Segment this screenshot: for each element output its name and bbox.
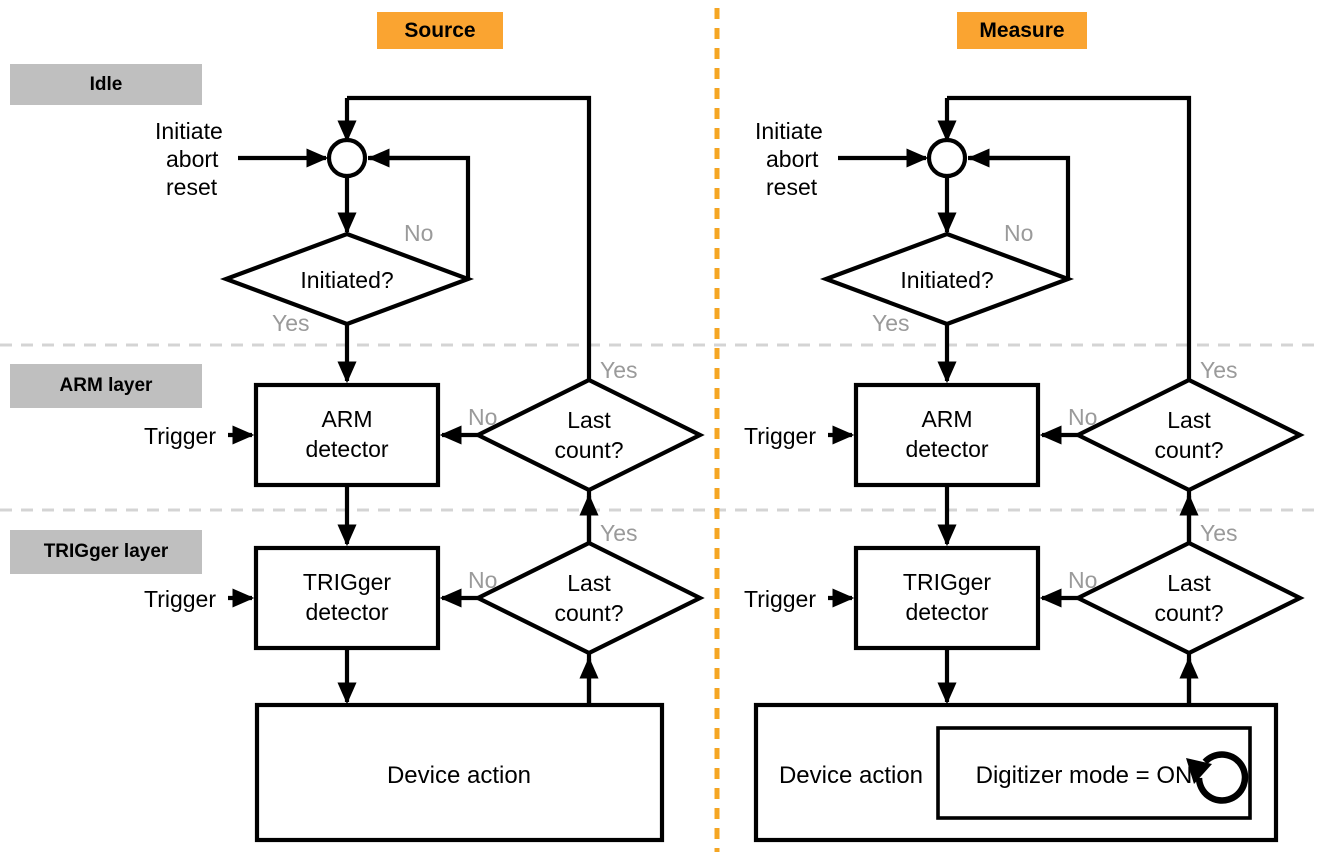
layer-tag-idle: Idle (10, 64, 202, 105)
measure-trig-trigger-label: Trigger (744, 586, 816, 612)
measure-trig-detector-line2: detector (905, 599, 988, 625)
source-merge-junction (326, 137, 368, 179)
source-arm-last-count-line2: count? (554, 437, 623, 463)
panel-header-measure: Measure (957, 12, 1087, 49)
source-trig-last-count-line2: count? (554, 600, 623, 626)
layer-tag-trigger: TRIGger layer (10, 530, 202, 574)
source-decision-initiated-label: Initiated? (300, 267, 393, 293)
layer-tag-arm-label: ARM layer (59, 375, 153, 396)
measure-trig-last-count-yes-label: Yes (1200, 520, 1238, 546)
source-arm-last-count-line1: Last (567, 407, 611, 433)
measure-trig-last-count-line2: count? (1154, 600, 1223, 626)
panel-header-source-label: Source (404, 18, 476, 42)
measure-decision-initiated-label: Initiated? (900, 267, 993, 293)
measure-arm-last-count-yes-label: Yes (1200, 357, 1238, 383)
measure-entry-label-line1: Initiate (755, 118, 823, 144)
measure-device-action-label: Device action (779, 762, 923, 789)
measure-trig-last-count-line1: Last (1167, 570, 1211, 596)
source-entry-label-line3: reset (166, 174, 218, 200)
source-trig-trigger-label: Trigger (144, 586, 216, 612)
source-trig-last-count-line1: Last (567, 570, 611, 596)
layer-tag-idle-label: Idle (89, 73, 123, 95)
panel-measure: Initiate abort reset No Initiated? Yes A… (744, 95, 1305, 843)
source-arm-trigger-label: Trigger (144, 423, 216, 449)
panel-header-measure-label: Measure (979, 18, 1065, 42)
source-arm-last-count-diamond (473, 377, 705, 493)
source-trig-detector-box (253, 545, 441, 651)
source-initiated-no-label: No (404, 220, 433, 246)
measure-trig-detector-line1: TRIGger (903, 569, 992, 595)
measure-trig-detector-box (853, 545, 1041, 651)
source-arm-detector-box (253, 382, 441, 488)
source-device-action-box (254, 702, 665, 843)
source-entry-label-line1: Initiate (155, 118, 223, 144)
measure-initiated-yes-label: Yes (872, 310, 910, 336)
source-trig-last-count-yes-label: Yes (600, 520, 638, 546)
measure-arm-last-count-line1: Last (1167, 407, 1211, 433)
source-trig-last-count-diamond (473, 540, 705, 656)
source-arm-last-count-no-label: No (468, 404, 497, 430)
source-arm-detector-line1: ARM (321, 406, 372, 432)
measure-arm-detector-line2: detector (905, 436, 988, 462)
measure-arm-detector-line1: ARM (921, 406, 972, 432)
source-arm-last-count-yes-label: Yes (600, 357, 638, 383)
source-entry-label-line2: abort (166, 146, 219, 172)
measure-arm-last-count-diamond (1073, 377, 1305, 493)
measure-arm-detector-box (853, 382, 1041, 488)
measure-arm-trigger-label: Trigger (744, 423, 816, 449)
source-initiated-yes-label: Yes (272, 310, 310, 336)
measure-trig-last-count-diamond (1073, 540, 1305, 656)
measure-arm-last-count-no-label: No (1068, 404, 1097, 430)
source-device-action-label: Device action (387, 762, 531, 789)
loop-arrow-icon (1186, 751, 1249, 804)
measure-trig-last-count-no-label: No (1068, 567, 1097, 593)
panel-header-source: Source (377, 12, 503, 49)
measure-entry-label-line3: reset (766, 174, 818, 200)
measure-arm-last-count-line2: count? (1154, 437, 1223, 463)
source-trig-detector-line1: TRIGger (303, 569, 392, 595)
source-trig-last-count-no-label: No (468, 567, 497, 593)
source-arm-detector-line2: detector (305, 436, 388, 462)
measure-initiated-no-label: No (1004, 220, 1033, 246)
layer-tag-arm: ARM layer (10, 364, 202, 408)
source-trig-detector-line2: detector (305, 599, 388, 625)
measure-entry-label-line2: abort (766, 146, 819, 172)
measure-digitizer-mode-label: Digitizer mode = ON (976, 762, 1193, 789)
measure-merge-junction (926, 137, 968, 179)
panel-source: Initiate abort reset No Initiated? Yes A… (144, 95, 705, 843)
layer-tag-trigger-label: TRIGger layer (43, 541, 169, 562)
